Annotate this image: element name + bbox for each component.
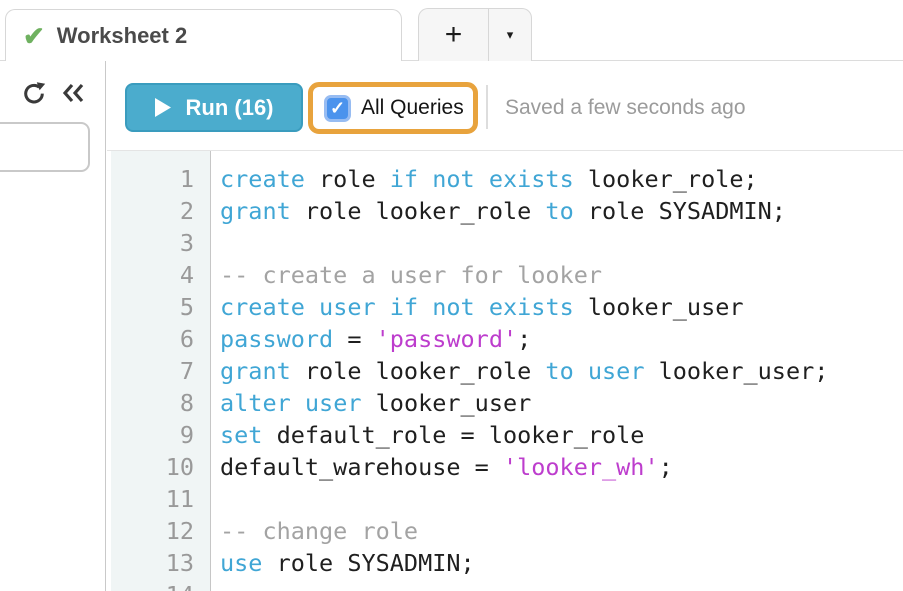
line-number: 3 (111, 227, 210, 259)
line-number-gutter: 1234567891011121314 (111, 151, 211, 591)
code-line[interactable]: create role if not exists looker_role; (220, 163, 903, 195)
all-queries-label[interactable]: All Queries (361, 96, 464, 120)
object-sidebar (0, 61, 106, 591)
checkbox-check-icon: ✓ (330, 98, 345, 119)
play-icon (155, 98, 171, 117)
collapse-sidebar-button[interactable] (60, 82, 86, 108)
refresh-icon (22, 81, 46, 110)
code-area[interactable]: create role if not exists looker_role;gr… (211, 151, 903, 591)
all-queries-checkbox[interactable]: ✓ (324, 95, 351, 122)
code-line[interactable] (220, 579, 903, 591)
line-number: 7 (111, 355, 210, 387)
save-status-text: Saved a few seconds ago (505, 83, 746, 132)
line-number: 8 (111, 387, 210, 419)
line-number: 9 (111, 419, 210, 451)
new-worksheet-button[interactable]: + (419, 9, 488, 61)
caret-down-icon: ▾ (507, 27, 514, 43)
line-number: 1 (111, 163, 210, 195)
run-button[interactable]: Run (16) (125, 83, 303, 132)
code-line[interactable]: default_warehouse = 'looker_wh'; (220, 451, 903, 483)
code-line[interactable]: -- change role (220, 515, 903, 547)
code-line[interactable]: password = 'password'; (220, 323, 903, 355)
line-number: 10 (111, 451, 210, 483)
worksheet-toolbar: Run (16) ✓ All Queries Saved a few secon… (107, 61, 903, 151)
tab-title: Worksheet 2 (57, 23, 187, 49)
worksheet-menu-button[interactable]: ▾ (488, 9, 531, 61)
code-line[interactable] (220, 227, 903, 259)
code-line[interactable]: set default_role = looker_role (220, 419, 903, 451)
line-number: 13 (111, 547, 210, 579)
code-line[interactable]: -- create a user for looker (220, 259, 903, 291)
new-tab-button-group: + ▾ (418, 8, 532, 61)
toolbar-divider (486, 85, 488, 129)
code-line[interactable] (220, 483, 903, 515)
line-number: 12 (111, 515, 210, 547)
code-line[interactable]: create user if not exists looker_user (220, 291, 903, 323)
run-button-label: Run (16) (186, 95, 274, 121)
code-line[interactable]: use role SYSADMIN; (220, 547, 903, 579)
line-number: 4 (111, 259, 210, 291)
sidebar-actions (0, 61, 105, 108)
tab-worksheet-2[interactable]: ✔ Worksheet 2 (5, 9, 402, 61)
annotation-highlight-box: ✓ All Queries (308, 82, 478, 134)
code-line[interactable]: grant role looker_role to user looker_us… (220, 355, 903, 387)
line-number: 14 (111, 579, 210, 591)
collapse-sidebar-icon (61, 81, 86, 110)
plus-icon: + (445, 18, 463, 52)
code-line[interactable]: grant role looker_role to role SYSADMIN; (220, 195, 903, 227)
check-icon: ✔ (23, 23, 45, 49)
code-line[interactable]: alter user looker_user (220, 387, 903, 419)
tab-bar: ✔ Worksheet 2 + ▾ (0, 0, 903, 61)
sql-editor[interactable]: 1234567891011121314 create role if not e… (107, 151, 903, 591)
line-number: 11 (111, 483, 210, 515)
refresh-button[interactable] (21, 82, 47, 108)
line-number: 5 (111, 291, 210, 323)
line-number: 2 (111, 195, 210, 227)
line-number: 6 (111, 323, 210, 355)
sidebar-search-input[interactable] (0, 122, 90, 172)
